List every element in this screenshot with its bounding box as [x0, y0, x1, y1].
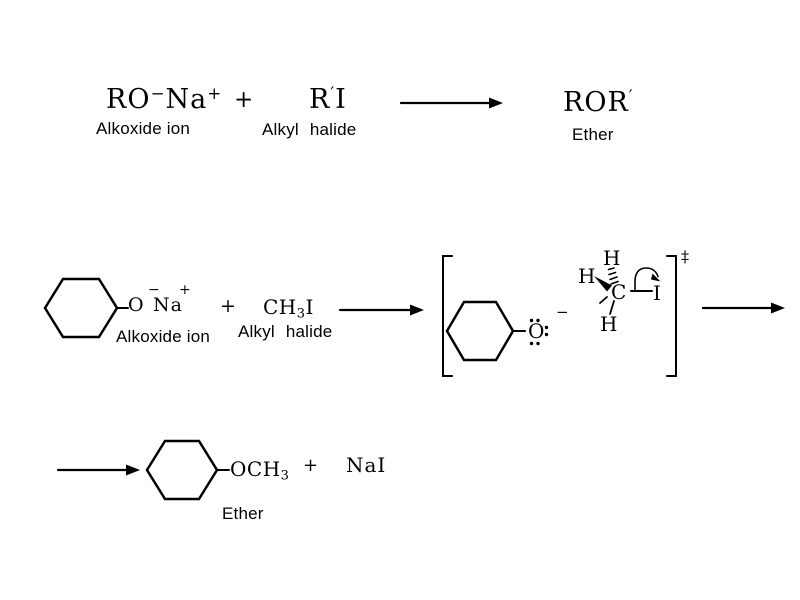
ts-left-bracket — [442, 255, 453, 377]
sodium-positive-charge: + — [207, 82, 223, 103]
caption-alkoxide-general: Alkoxide ion — [96, 119, 191, 138]
cyclohexane-ring-alkoxide — [43, 277, 129, 339]
formula-methyl-iodide: CH3I — [263, 295, 314, 321]
ts-iodine-atom: I — [653, 281, 662, 305]
ts-negative-charge: − — [556, 303, 570, 321]
ts-hydrogen-left: H — [578, 264, 597, 288]
methyl-iodine: I — [305, 295, 314, 319]
caption-ether-product: Ether — [222, 504, 264, 523]
product-och: OCH — [230, 457, 281, 481]
sodium-counterion: Na — [165, 84, 208, 115]
reaction-arrow-from-ts — [701, 302, 785, 314]
methyl-ch: CH — [263, 295, 297, 319]
alkoxide-oxygen-atom: O — [128, 294, 145, 316]
product-subscript-3: 3 — [280, 468, 290, 484]
plus-sign-general: + — [234, 87, 255, 113]
ts-right-bracket — [666, 255, 677, 377]
ts-double-dagger: ‡ — [681, 247, 690, 266]
cyclohexane-ring-ts — [445, 300, 526, 362]
caption-alkyl-halide-general: Alkyl halide — [262, 120, 357, 139]
alkoxide-negative-charge: − — [150, 82, 166, 103]
caption-ether-general: Ether — [572, 125, 614, 144]
ts-oxygen-atom: O — [528, 319, 546, 343]
alkoxide-negative-charge-2: − — [148, 282, 161, 298]
methyl-subscript-3: 3 — [296, 306, 306, 322]
reaction-arrow-general — [399, 97, 503, 109]
caption-alkoxide-example: Alkoxide ion — [116, 327, 211, 346]
bond-c-h-bottom — [609, 300, 615, 315]
alkoxide-r-group: RO — [106, 84, 151, 115]
formula-alkyl-halide-general: R′I — [309, 82, 347, 115]
formula-sodium-iodide: NaI — [346, 453, 387, 477]
ts-hydrogen-top: H — [603, 246, 622, 270]
partial-bond-stub — [599, 296, 608, 304]
lone-pair-dots — [529, 318, 549, 346]
formula-ether-general: ROR′ — [563, 85, 634, 118]
cyclohexane-ring-product — [145, 439, 230, 501]
hash-bond-c-h-top — [607, 267, 619, 285]
ts-carbon-atom: C — [611, 280, 628, 304]
sodium-positive-charge-2: + — [179, 282, 192, 298]
ts-hydrogen-bottom: H — [600, 312, 619, 336]
reaction-arrow-to-product — [56, 464, 140, 476]
electron-pushing-arrow — [634, 267, 661, 291]
caption-alkyl-halide-example: Alkyl halide — [238, 322, 333, 341]
halide-iodine: I — [335, 84, 347, 115]
r-prime-mark: ′ — [330, 82, 336, 103]
wedge-bond-h-left-c — [594, 276, 612, 292]
formula-alkoxide-general: RO−Na+ — [106, 82, 223, 115]
reaction-arrow-to-ts — [338, 304, 424, 316]
formula-methoxy-group: OCH3 — [230, 457, 289, 483]
sodium-counterion-2: Na — [153, 294, 183, 316]
ether-ror: ROR — [563, 87, 629, 118]
plus-sign-example: + — [220, 295, 237, 317]
ether-prime-mark: ′ — [628, 85, 634, 106]
halide-r-group: R — [309, 84, 331, 115]
plus-sign-product: + — [303, 455, 320, 476]
